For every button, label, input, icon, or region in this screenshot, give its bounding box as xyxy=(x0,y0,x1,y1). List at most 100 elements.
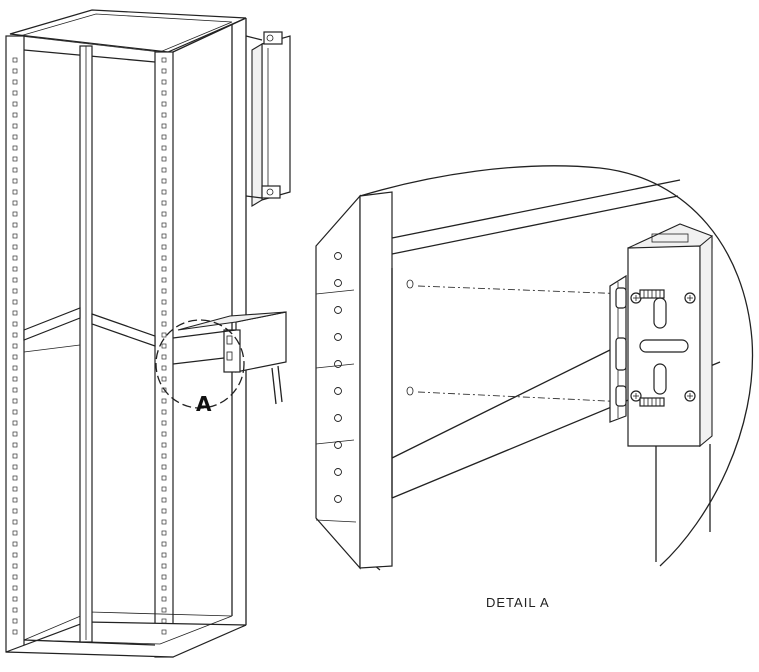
rack-hole xyxy=(161,255,167,261)
bolt-lower xyxy=(639,397,665,407)
mid-mounted-unit xyxy=(172,311,287,405)
rack-hole xyxy=(161,244,167,250)
rack-hole xyxy=(161,530,167,536)
rack-hole xyxy=(161,90,167,96)
rack-hole xyxy=(12,332,18,338)
rack-hole xyxy=(12,541,18,547)
post-hole xyxy=(334,360,342,368)
post-hole xyxy=(334,441,342,449)
rack-hole xyxy=(161,508,167,514)
rack-hole xyxy=(12,442,18,448)
rack-hole xyxy=(12,189,18,195)
rack-post-holes xyxy=(12,57,167,635)
rack-hole xyxy=(161,618,167,624)
rack-hole xyxy=(161,167,167,173)
rack-hole xyxy=(161,376,167,382)
rack-hole xyxy=(12,266,18,272)
rack-hole xyxy=(12,563,18,569)
rack-hole xyxy=(161,563,167,569)
rack-hole xyxy=(12,321,18,327)
rack-hole xyxy=(161,123,167,129)
rack-hole xyxy=(161,189,167,195)
rack-hole xyxy=(161,486,167,492)
rack-hole xyxy=(12,255,18,261)
rack-hole xyxy=(161,310,167,316)
rack-hole xyxy=(161,519,167,525)
rack-hole xyxy=(161,585,167,591)
rack-hole xyxy=(12,365,18,371)
rack-hole xyxy=(161,266,167,272)
rack-hole xyxy=(12,464,18,470)
rack-hole xyxy=(12,497,18,503)
rack-hole xyxy=(12,376,18,382)
rack-hole xyxy=(12,145,18,151)
rack-hole xyxy=(12,607,18,613)
rack-hole xyxy=(161,200,167,206)
rack-hole xyxy=(161,629,167,635)
rack-hole xyxy=(161,464,167,470)
rack-hole xyxy=(12,112,18,118)
detail-a-view xyxy=(315,165,754,571)
rack-hole xyxy=(12,585,18,591)
rack-hole xyxy=(161,156,167,162)
rack-hole xyxy=(161,178,167,184)
bolt-upper xyxy=(639,289,665,299)
post-mounting-holes xyxy=(334,252,342,503)
rack-hole xyxy=(161,398,167,404)
rack-hole xyxy=(161,354,167,360)
rack-hole xyxy=(161,607,167,613)
rack-hole xyxy=(161,211,167,217)
rack-hole xyxy=(161,453,167,459)
rack-hole xyxy=(12,508,18,514)
rack-hole xyxy=(161,321,167,327)
rack-hole xyxy=(12,233,18,239)
rack-hole xyxy=(12,200,18,206)
rack-hole xyxy=(12,387,18,393)
rack-hole xyxy=(12,101,18,107)
rack-hole xyxy=(161,79,167,85)
post-hole xyxy=(334,252,342,260)
rack-hole xyxy=(161,574,167,580)
rack-hole xyxy=(12,167,18,173)
rack-hole xyxy=(161,541,167,547)
rack-hole xyxy=(161,431,167,437)
rack-hole xyxy=(161,57,167,63)
rack-hole xyxy=(161,409,167,415)
rack-hole xyxy=(12,530,18,536)
rack-hole xyxy=(12,398,18,404)
post-hole xyxy=(334,279,342,287)
rack-hole xyxy=(161,222,167,228)
rack-hole xyxy=(12,79,18,85)
rack-frame xyxy=(5,9,247,658)
rack-hole xyxy=(161,101,167,107)
rack-hole xyxy=(161,596,167,602)
rack-hole xyxy=(161,112,167,118)
rack-hole xyxy=(161,233,167,239)
detail-callout-circle xyxy=(155,319,245,409)
rack-hole xyxy=(161,442,167,448)
rack-hole xyxy=(12,354,18,360)
post-hole xyxy=(334,387,342,395)
rack-hole xyxy=(12,222,18,228)
rack-hole xyxy=(161,475,167,481)
rack-hole xyxy=(12,519,18,525)
rack-hole xyxy=(12,90,18,96)
rack-hole xyxy=(161,277,167,283)
rack-hole xyxy=(12,475,18,481)
callout-label: A xyxy=(196,392,212,416)
rack-hole xyxy=(12,123,18,129)
rack-hole xyxy=(161,552,167,558)
rack-hole xyxy=(12,211,18,217)
detail-caption: DETAIL A xyxy=(486,595,550,610)
rack-hole xyxy=(161,288,167,294)
rack-hole xyxy=(12,453,18,459)
rack-hole xyxy=(161,299,167,305)
rack-hole xyxy=(161,343,167,349)
post-hole xyxy=(334,468,342,476)
rack-hole xyxy=(12,629,18,635)
rack-hole xyxy=(12,156,18,162)
post-hole xyxy=(334,495,342,503)
rack-hole xyxy=(12,409,18,415)
rack-hole xyxy=(161,387,167,393)
